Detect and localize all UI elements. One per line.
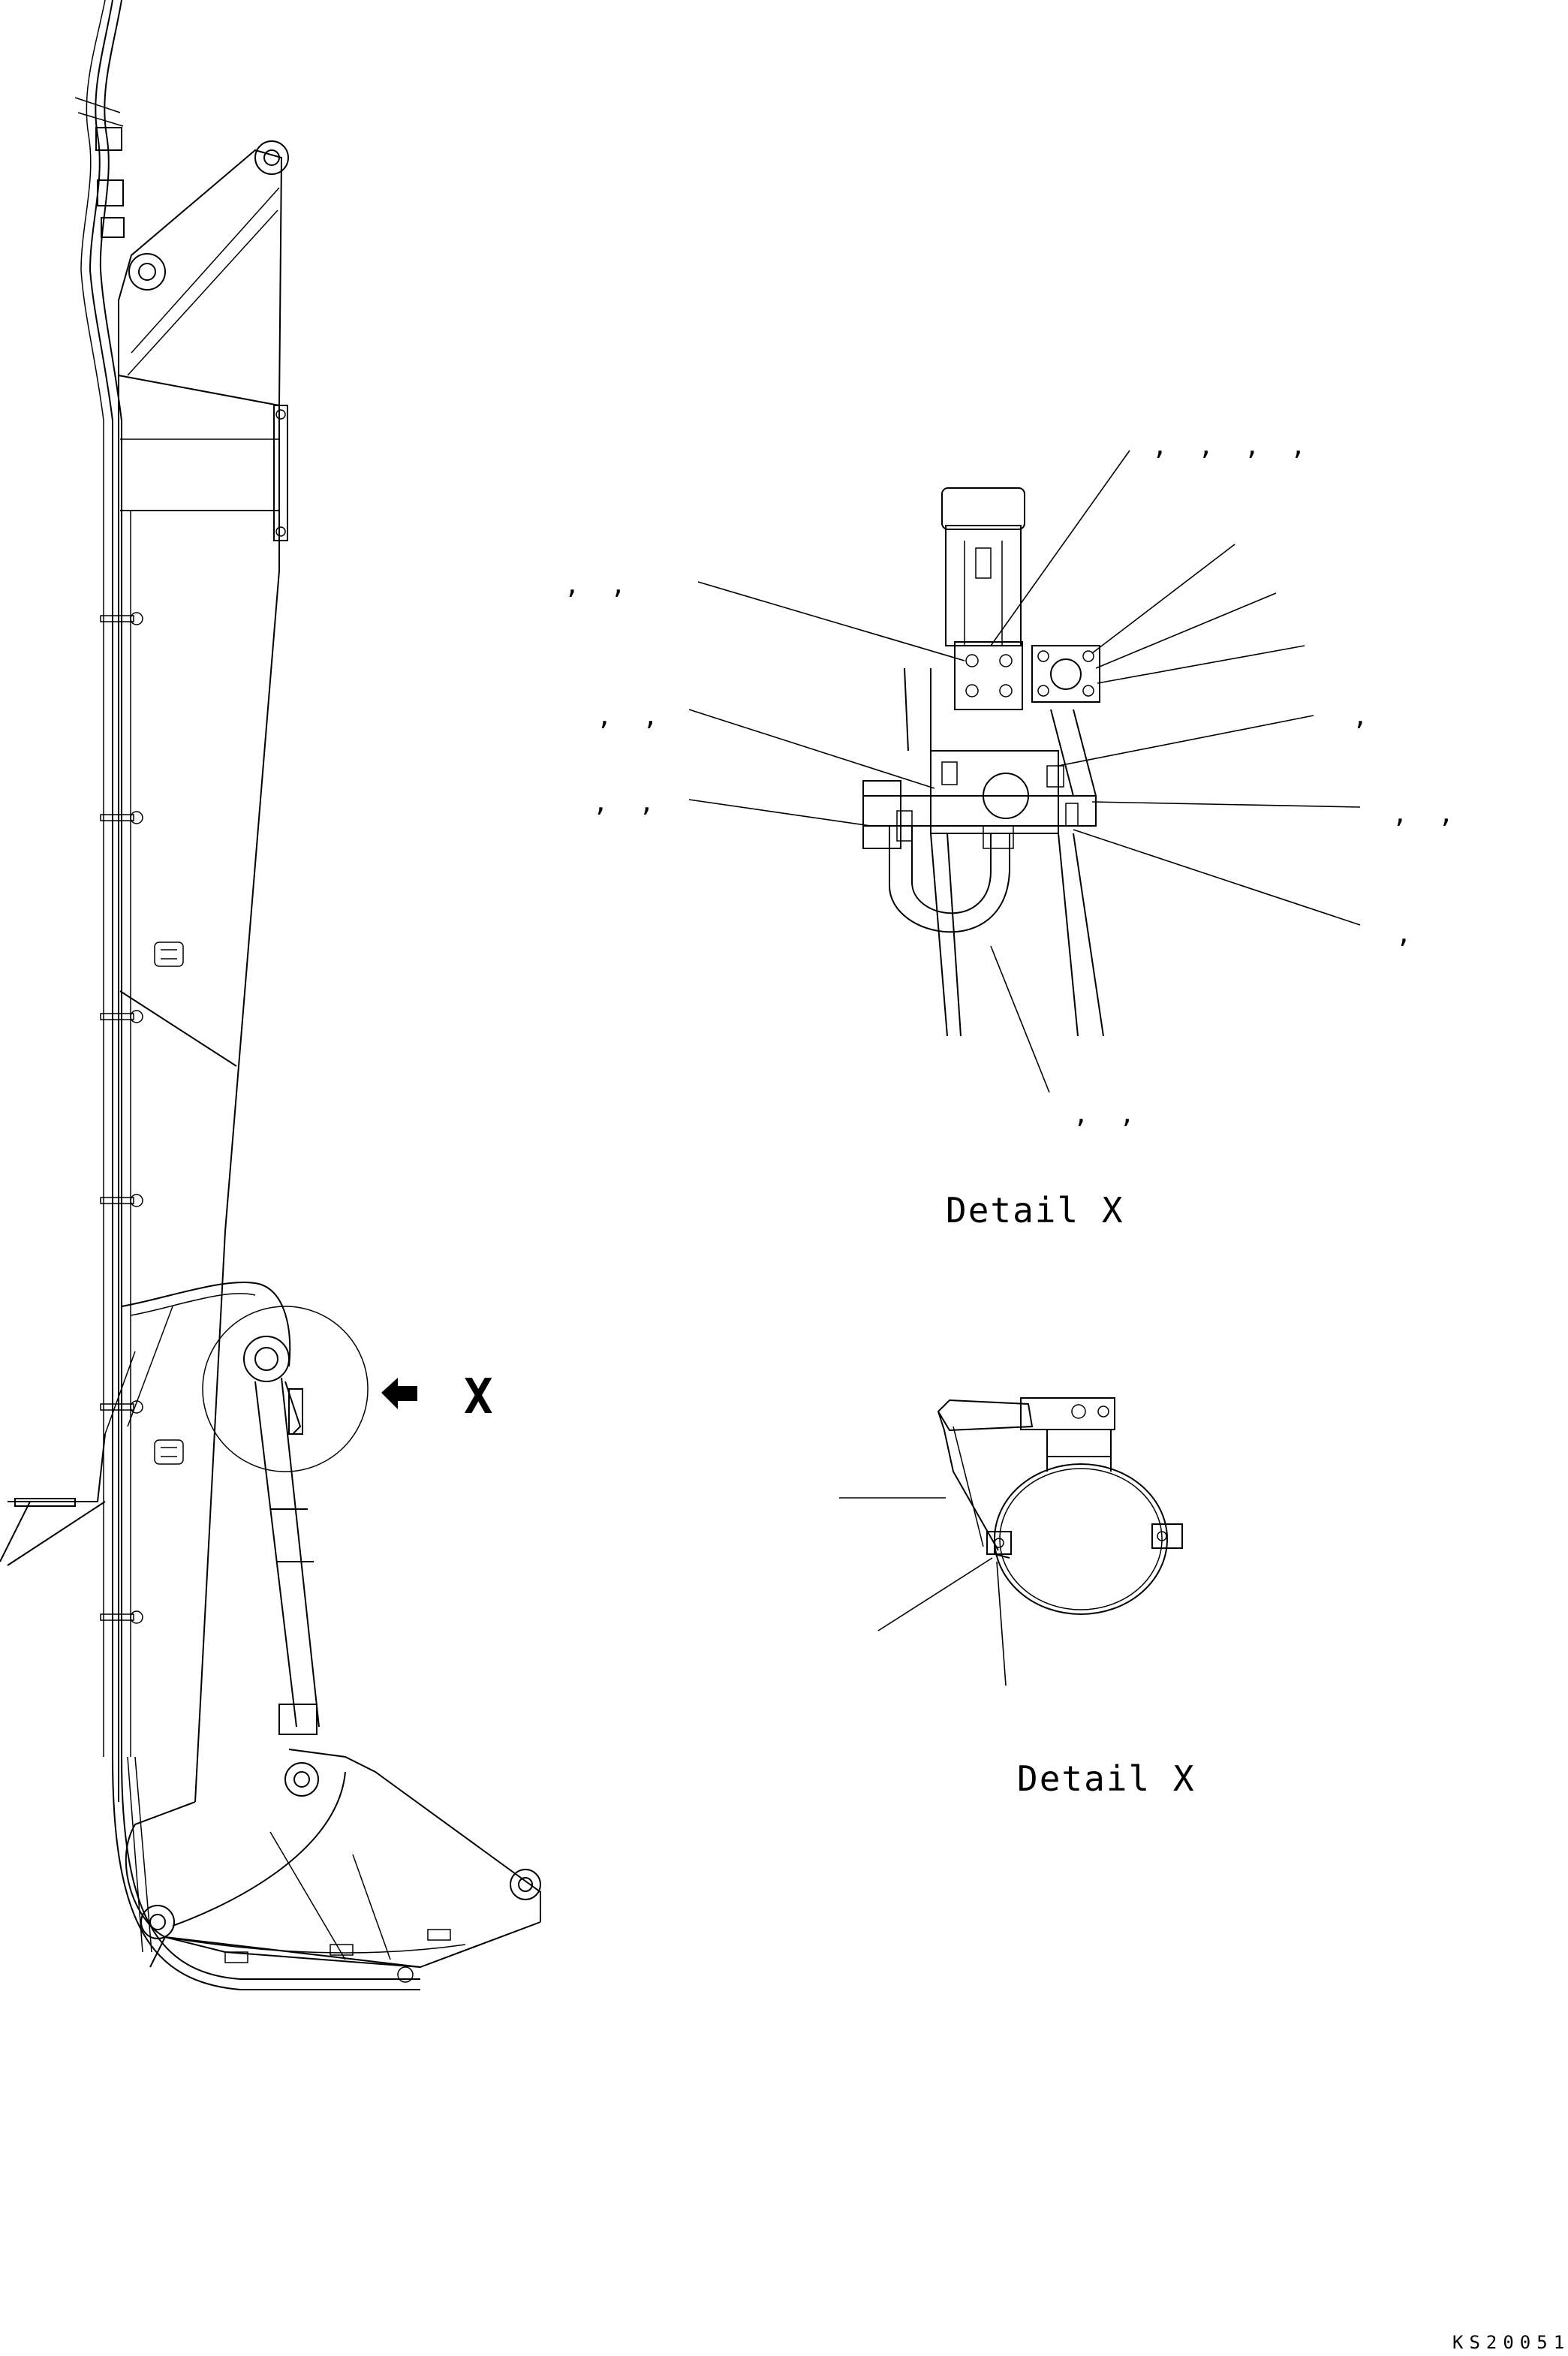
view-marker-x: X — [464, 1369, 493, 1425]
arm-body — [0, 140, 291, 1803]
detail-caption-upper: Detail X — [946, 1190, 1124, 1231]
boom-arm-assembly: X — [0, 0, 541, 1990]
callout-top-right: , , , , — [1152, 431, 1306, 461]
callout-left-3: , , — [593, 788, 655, 818]
detail-caption-lower: Detail X — [1017, 1758, 1196, 1799]
callout-right-1: , — [1353, 701, 1368, 731]
callout-right-3: , — [1396, 919, 1411, 949]
view-arrow-icon — [381, 1378, 417, 1409]
hose-bundle-top — [74, 0, 125, 421]
callout-left-1: , , — [564, 570, 626, 600]
detail-x-circle — [202, 1306, 369, 1472]
hose-lines-arm — [100, 420, 143, 1757]
callout-right-2: , , — [1392, 799, 1454, 829]
callout-left-2: , , — [597, 701, 658, 731]
drawing-code: KS200518 — [1452, 2332, 1568, 2353]
detail-x-upper: , , , , , , , , , , , , , , , , Detail X — [564, 431, 1454, 1231]
hydraulic-cylinder — [243, 1336, 320, 1735]
detail-x-lower: Detail X — [839, 1397, 1196, 1799]
bucket-linkage — [112, 1749, 541, 1990]
callout-bottom: , , — [1073, 1099, 1135, 1129]
